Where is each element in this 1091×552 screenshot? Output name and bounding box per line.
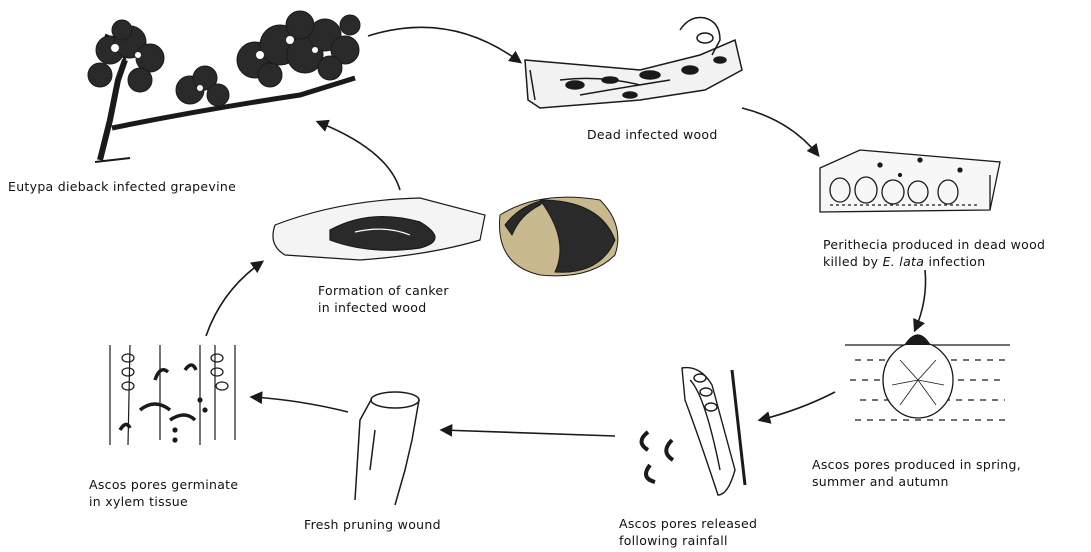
canker-branch-illustration [273,198,485,260]
label-perithecia-line2: killed by E. lata infection [823,253,1045,270]
label-perithecia-line1: Perithecia produced in dead wood [823,236,1045,253]
label-perithecia: Perithecia produced in dead wood killed … [823,236,1045,270]
species-name: E. lata [883,254,925,269]
arrow-xylem-to-canker [206,262,262,336]
label-ascospores-released: Ascos pores released following rainfall [619,515,757,549]
arrow-canker-to-grapevine [318,122,400,190]
label-germinate: Ascos pores germinate in xylem tissue [89,476,238,510]
perithecium-illustration [845,335,1010,420]
arrow-wound-to-xylem [252,397,348,412]
perithecia-block-illustration [820,150,1000,212]
dead-wood-illustration [525,18,742,109]
grapevine-illustration [88,11,360,162]
label-ascospores-produced: Ascos pores produced in spring, summer a… [812,456,1021,490]
arrow-perithecia-to-ascospores [915,270,926,330]
canker-cross-section-illustration [500,197,618,276]
ascus-illustration [642,368,746,495]
arrow-ascospores-to-release [760,392,835,420]
label-grapevine: Eutypa dieback infected grapevine [8,178,236,195]
pruning-stump-illustration [355,392,419,505]
label-pruning-wound: Fresh pruning wound [304,516,441,533]
label-dead-wood: Dead infected wood [587,126,718,143]
arrow-deadwood-to-perithecia [742,108,818,155]
arrow-release-to-wound [442,430,615,436]
arrow-grapevine-to-deadwood [368,27,520,62]
label-canker: Formation of canker in infected wood [318,282,449,316]
xylem-illustration [110,345,235,445]
